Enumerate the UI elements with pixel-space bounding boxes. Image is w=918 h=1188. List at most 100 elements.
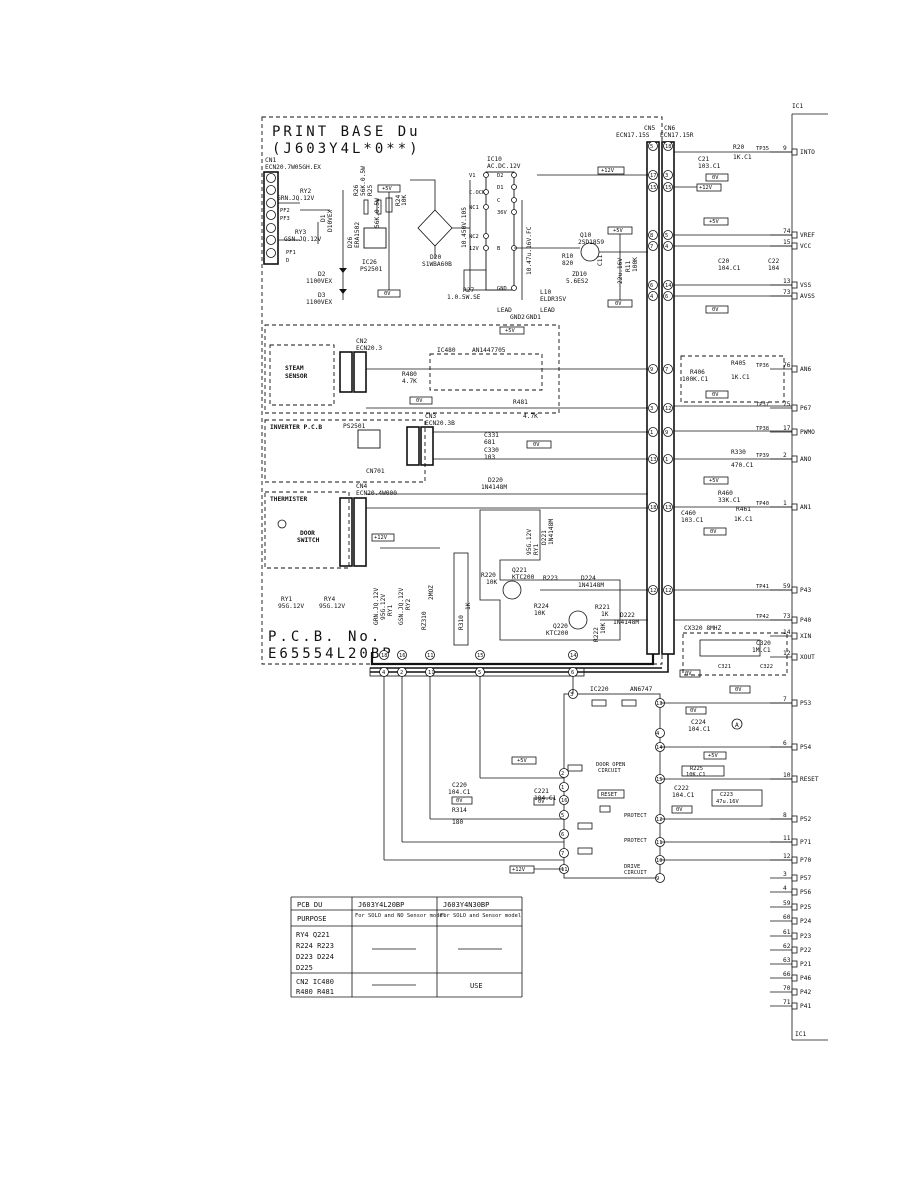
cn5-pin-number: 17 xyxy=(650,173,657,179)
ic1-pin-number: 75 xyxy=(783,401,791,408)
ic220-pin-left-number: 16 xyxy=(561,798,568,804)
thermister-label: THERMISTER xyxy=(270,496,308,503)
ic1-pin-name: ANO xyxy=(800,456,811,463)
d222-label: D222 xyxy=(620,612,635,619)
ic1-pin-number: 15 xyxy=(783,239,791,246)
q221-part: KTC200 xyxy=(512,574,535,581)
r26-part: 56K.0.5W xyxy=(360,166,367,196)
ic10-pin xyxy=(511,172,517,178)
p12v-rail-1: +12V xyxy=(601,168,615,174)
cn2-part: ECN20.3 xyxy=(356,345,382,352)
cn5-pin xyxy=(648,141,658,151)
r225-part: 10K.C1 xyxy=(686,772,705,778)
ic1-pin-number: 62 xyxy=(783,943,791,950)
ic1-pin-name: XOUT xyxy=(800,654,815,661)
rz310-part: 2MOZ xyxy=(428,585,435,600)
zd10-part: 5.6ES2 xyxy=(566,278,589,285)
table-purpose-v2: For SOLO and Sensor model xyxy=(440,913,521,919)
d20-label: D20 xyxy=(430,254,441,261)
right-side-components: R20 1K.C1 C21 103.C1 0V +12V +5V C20 104… xyxy=(674,144,792,694)
ic1-pin-marker xyxy=(791,874,798,882)
r461-label: R461 xyxy=(736,506,751,513)
steam-sensor-block: STEAM SENSOR CN2 ECN20.3 IC480 AN1447705… xyxy=(264,324,648,420)
c20-label: C20 xyxy=(718,258,729,265)
q221-label: Q221 xyxy=(512,567,527,574)
ic1-pin-number: 76 xyxy=(783,362,791,369)
ic1-pin-marker xyxy=(791,1002,798,1010)
cn5-pin xyxy=(648,403,658,413)
ic1-pin-name: INTO xyxy=(800,149,815,156)
c20-part: 104.C1 xyxy=(718,265,741,272)
ic1-pin-marker xyxy=(791,946,798,954)
c320-part: 1M.C1 xyxy=(752,647,771,654)
ic1-pin-number: 12 xyxy=(783,853,791,860)
d26-part: ERA1502 xyxy=(354,222,361,248)
cn5-pin xyxy=(648,585,658,595)
ic1-pin-name: VSS xyxy=(800,282,811,289)
cn5-label: CN5 xyxy=(644,125,655,132)
p12v-rail-4: +12V xyxy=(512,867,526,873)
ic1-testpoint-label: TP38 xyxy=(756,426,769,432)
ic220-feed-wires xyxy=(383,676,574,861)
p5v-rail-4: +5V xyxy=(709,219,719,225)
ic1-pin-number: 60 xyxy=(783,914,791,921)
ic220-pin-left-number: 3 xyxy=(570,692,573,698)
ic220-pin-right-number: 13 xyxy=(656,701,663,707)
d222-part: 1N4148M xyxy=(613,619,639,626)
ic1-pin-name: P57 xyxy=(800,875,811,882)
ic220-pin-right-number: 14 xyxy=(656,745,663,751)
cn1-label: CN1 xyxy=(265,157,276,164)
ic10-pin-label: GND xyxy=(497,286,507,292)
bottom-pin xyxy=(475,650,485,660)
r314-part: 180 xyxy=(452,819,463,826)
zero-rail-13: 0V xyxy=(690,708,697,714)
ic1-pin-number: 66 xyxy=(783,971,791,978)
door-label-2: SWITCH xyxy=(297,537,320,544)
ry1-12-part: 95G.12V xyxy=(526,529,533,555)
q220-label: Q220 xyxy=(553,623,568,630)
ic1-pin-name: P71 xyxy=(800,839,811,846)
cn5-pin-number: 3 xyxy=(650,406,653,412)
cn6-pin-number: 13 xyxy=(665,505,672,511)
cn1-pin xyxy=(266,185,276,195)
board-title: PRINT BASE Du xyxy=(272,124,421,140)
ic1-pin-number: 11 xyxy=(783,835,791,842)
c25-part: 10.450V.105 xyxy=(461,207,468,248)
table-row1-a: RY4 Q221 xyxy=(296,931,330,939)
ic10-pin xyxy=(483,245,489,251)
table-purpose-v1: For SOLO and NO Sensor model xyxy=(355,913,446,919)
ic220-pin-left xyxy=(559,810,569,820)
c331-label: C331 xyxy=(484,432,499,439)
ic26-label: IC26 xyxy=(362,259,377,266)
r330-part: 470.C1 xyxy=(731,462,754,469)
ic10-pin-label: NC1 xyxy=(469,205,479,211)
r405-part: 1K.C1 xyxy=(731,374,750,381)
cn6-pin xyxy=(663,454,673,464)
cn6-pin xyxy=(663,141,673,151)
ic1-pin-number: 6 xyxy=(783,740,787,747)
ic1-pin-marker xyxy=(791,616,798,624)
r225-label: R225 xyxy=(690,766,703,772)
cn5-pin-number: 4 xyxy=(650,294,653,300)
cn5-pin xyxy=(648,364,658,374)
table-row1-d: D225 xyxy=(296,964,313,972)
ic1-pin-marker xyxy=(791,888,798,896)
ry1b-label: RY1 xyxy=(387,605,394,616)
ic480-label: IC480 xyxy=(437,347,456,354)
ic1-pin-marker xyxy=(791,960,798,968)
ic1-pin-marker xyxy=(791,988,798,996)
ic220-pin-left-number: 6 xyxy=(561,832,564,838)
r310-part: 1K xyxy=(465,602,472,610)
table-row1-c: D223 D224 xyxy=(296,953,334,961)
ic10-pin-label: B xyxy=(497,246,500,252)
relay-driver-region: D221 1N4148M RY1 95G.12V R220 10K Q221 K… xyxy=(479,509,648,642)
ry2b-part: GSN.JQ.12V xyxy=(398,587,405,625)
c223-label: C223 xyxy=(720,792,733,798)
ic1-pin-name: XIN xyxy=(800,633,811,640)
p5v-rail-6: +5V xyxy=(517,758,527,764)
ic1-pin-name: P42 xyxy=(800,989,811,996)
ry3-label: RY3 xyxy=(295,229,306,236)
r24-part: 10K xyxy=(401,195,408,206)
zero-rail-6: 0V xyxy=(712,307,719,313)
